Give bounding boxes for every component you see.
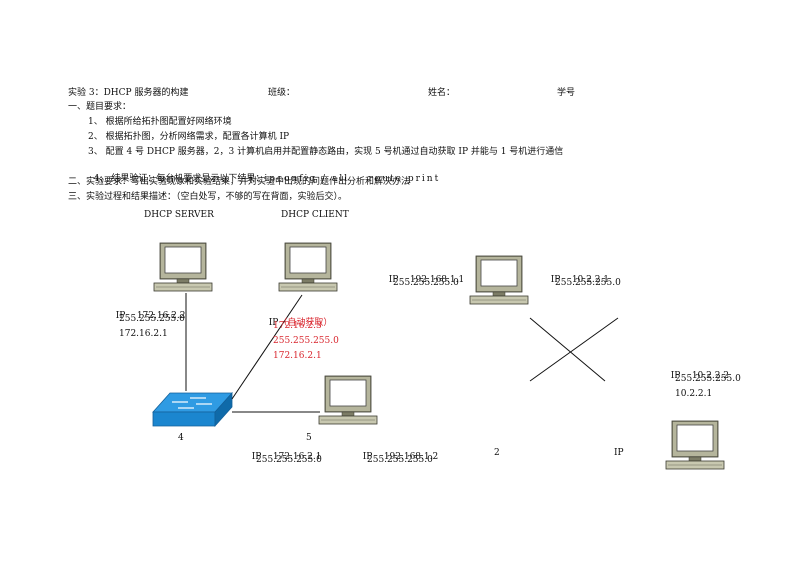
- switch-number-label: 4: [178, 433, 184, 443]
- pc2-right-ip-line: IP 10.2.2.1: [545, 262, 609, 286]
- requirement-2: 2、 根据拓扑图，分析网络需求，配置各计算机 IP: [88, 132, 290, 142]
- pc2-right-ip-address: 10.2.2.1: [571, 275, 610, 285]
- ip-prefix: IP: [115, 311, 126, 321]
- client-subnet-mask: 255.255.255.0: [273, 336, 339, 346]
- pc1-gateway: 10.2.2.1: [675, 389, 713, 399]
- ip-prefix: IP: [251, 452, 262, 462]
- pc3-left-subnet-mask: 255.255.255.0: [256, 455, 322, 465]
- pc2-left-ip-line: IP 192.168.1.1: [383, 262, 464, 286]
- requirement-1: 1、 根据所给拓扑图配置好网络环境: [88, 117, 232, 127]
- pc1-ip-line: IP 10.2.2.2: [665, 358, 729, 382]
- name-label: 姓名：: [428, 88, 456, 98]
- requirement-4-commands: ipconfig / all route print: [264, 174, 441, 184]
- section-3-heading: 三、实验过程和结果描述：（空白处写，不够的写在背面，实验后交）。: [68, 192, 348, 202]
- pc3-left-ip-address: 172.16.2.1: [272, 452, 322, 462]
- section-2-heading: 二、实验要求：写出实验现象和实验结果，并对实验中出现的问题作出分析和解决办法: [68, 177, 411, 187]
- client-auto-obtain: （自动获取）: [278, 318, 333, 328]
- crossover-link-a: [529, 317, 606, 382]
- client-ip-address: 172.16.2.3: [273, 321, 322, 331]
- ip-prefix: IP: [268, 318, 279, 328]
- class-label: 班级：: [268, 88, 296, 98]
- crossover-link-b: [529, 317, 619, 382]
- switch-icon: [152, 391, 233, 428]
- router-number-label: 5: [306, 433, 312, 443]
- ip-prefix: IP: [550, 275, 561, 285]
- student-id-label: 学号: [557, 88, 576, 98]
- pc3-right-subnet-mask: 255.255.255.0: [367, 455, 433, 465]
- pc1-subnet-mask: 255.255.255.0: [675, 374, 741, 384]
- pc2-right-subnet-mask: 255.255.255.0: [555, 278, 621, 288]
- server-gateway: 172.16.2.1: [119, 329, 168, 339]
- number-2-label: 2: [494, 448, 500, 458]
- section-1-heading: 一、题目要求：: [68, 102, 132, 112]
- client-gateway: 172.16.2.1: [273, 351, 322, 361]
- ip-prefix: IP: [362, 452, 373, 462]
- bottom-ip-label: IP: [614, 448, 624, 458]
- pc3-right-ip-address: 192.168.1.2: [383, 452, 439, 462]
- ip-prefix: IP: [670, 371, 681, 381]
- router-pc-3-icon: [318, 375, 378, 425]
- dhcp-client-computer-icon: [278, 242, 338, 292]
- host-pc-1-icon: [665, 420, 725, 470]
- requirement-3: 3、 配置 4 号 DHCP 服务器，2，3 计算机启用并配置静态路由，实现 5…: [88, 147, 564, 157]
- pc3-right-ip-line: IP 192.168.1.2: [357, 439, 438, 463]
- client-ip-line: IP（自动获取）: [263, 305, 333, 329]
- dhcp-server-computer-icon: [153, 242, 213, 292]
- pc1-ip-address: 10.2.2.2: [691, 371, 730, 381]
- server-ip-address: 172.16.2.2: [136, 311, 186, 321]
- pc2-left-ip-address: 192.168.1.1: [409, 275, 465, 285]
- server-subnet-mask: 255.255.255.0: [119, 314, 185, 324]
- experiment-title: 实验 3：DHCP 服务器的构建: [68, 88, 189, 98]
- link-client-switch: [231, 294, 303, 400]
- requirement-4-text: 4、 结果验证：每台机要求显示以下结果：: [93, 174, 265, 184]
- dhcp-client-label: DHCP CLIENT: [281, 210, 349, 220]
- router-pc-2-icon: [469, 255, 529, 305]
- requirement-4: 4、 结果验证：每台机要求显示以下结果：ipconfig / all route…: [88, 161, 440, 185]
- pc3-left-ip-line: IP 172.16.2.1: [246, 439, 322, 463]
- ip-prefix: IP: [388, 275, 399, 285]
- dhcp-server-label: DHCP SERVER: [144, 210, 214, 220]
- server-ip-line: IP 172.16.2.2: [110, 298, 186, 322]
- pc2-left-subnet-mask: 255.255.255.0: [393, 278, 459, 288]
